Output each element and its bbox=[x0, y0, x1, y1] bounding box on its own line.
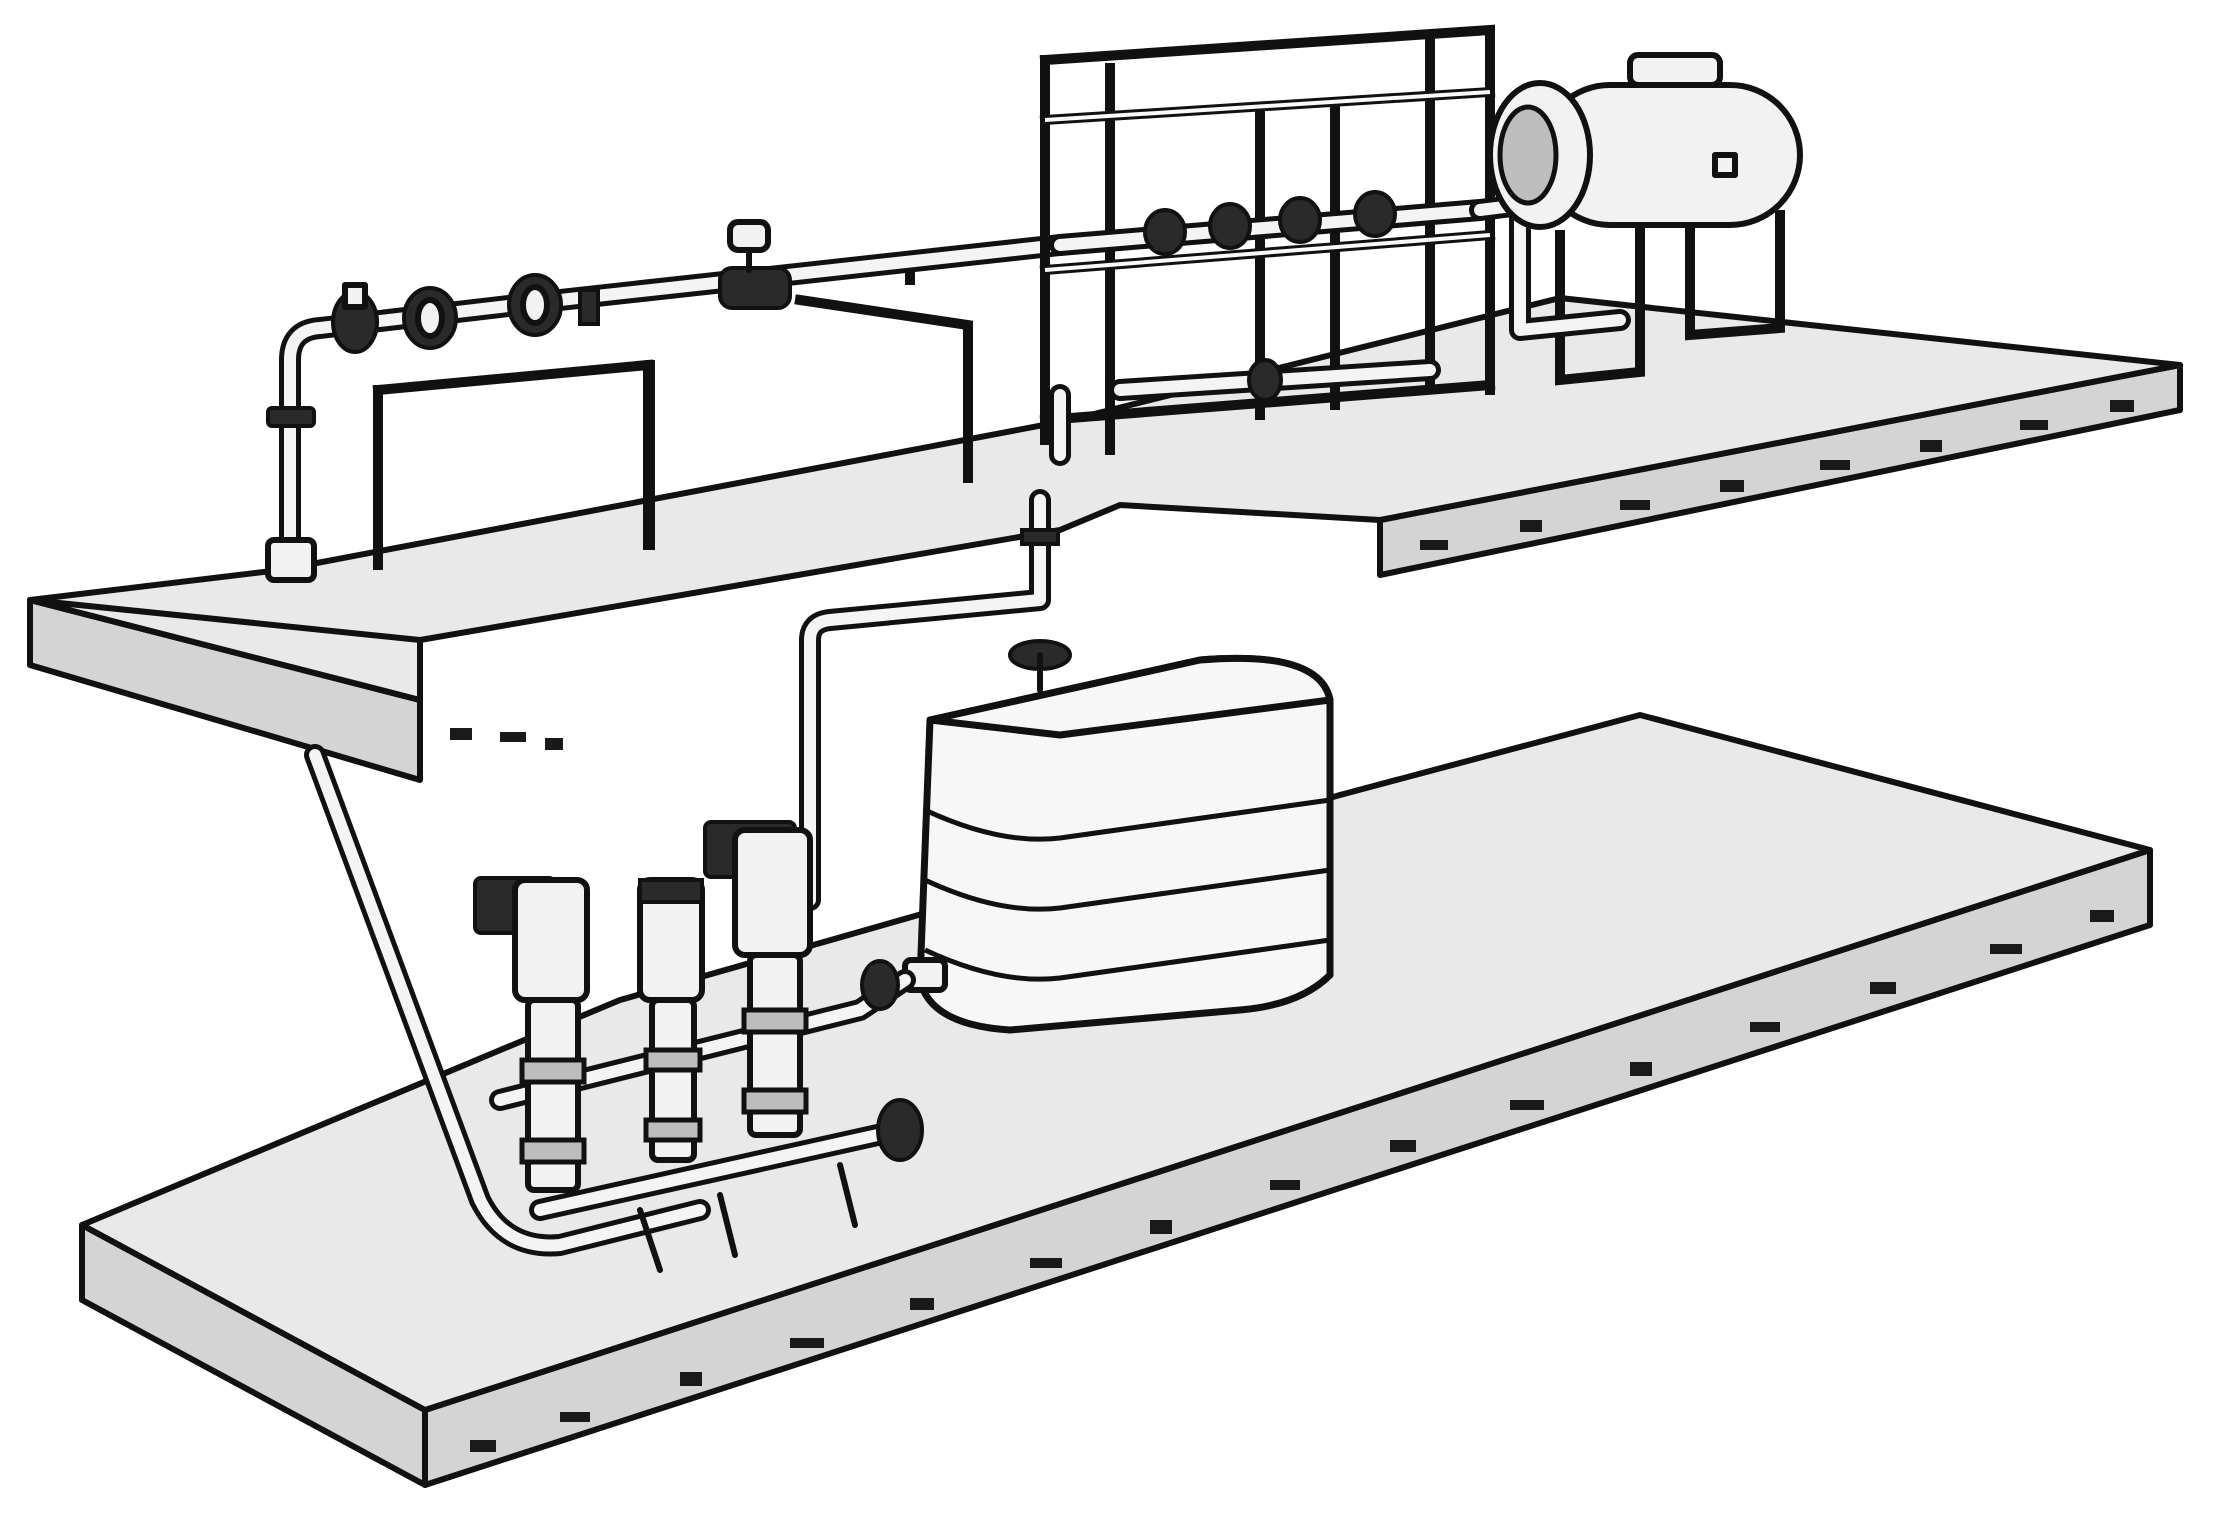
flange bbox=[1020, 528, 1060, 546]
vessel-manway bbox=[1497, 104, 1559, 206]
rack-valve bbox=[1278, 196, 1322, 244]
pump-motor bbox=[732, 827, 813, 958]
flange bbox=[266, 406, 316, 428]
foot-flange bbox=[265, 537, 317, 583]
flow-meter bbox=[718, 266, 792, 310]
pressure-vessel bbox=[1469, 52, 1803, 386]
riser-pipe bbox=[304, 744, 711, 1257]
flow-meter-head bbox=[727, 219, 771, 253]
tank-inlet-pipe bbox=[799, 489, 1072, 911]
flange bbox=[578, 288, 600, 326]
rack-valve bbox=[1353, 190, 1397, 238]
manifold-valve bbox=[876, 1098, 924, 1162]
upper-slab-edge-texture bbox=[450, 400, 2134, 750]
storage-tank bbox=[902, 654, 1334, 1034]
manifold-valve bbox=[860, 959, 900, 1011]
vessel-nozzle-top bbox=[1627, 52, 1723, 88]
steel-rack bbox=[1039, 24, 1496, 466]
pump-manifold bbox=[489, 959, 924, 1273]
pump-motor bbox=[512, 877, 590, 1003]
upper-main-pipe bbox=[265, 219, 1071, 583]
pipe-support-frames bbox=[372, 270, 973, 570]
pump-motor-cap bbox=[638, 878, 704, 904]
upper-floor-slab bbox=[27, 295, 2183, 783]
rack-valve bbox=[1143, 208, 1187, 256]
pump-2 bbox=[637, 877, 705, 1163]
valve-stem bbox=[342, 282, 368, 310]
pump-3 bbox=[703, 820, 813, 1138]
lower-slab-edge-texture bbox=[470, 910, 2114, 1452]
vessel-label-plate bbox=[1712, 152, 1738, 178]
rack-valve bbox=[1208, 202, 1252, 250]
pump-1 bbox=[473, 876, 590, 1193]
